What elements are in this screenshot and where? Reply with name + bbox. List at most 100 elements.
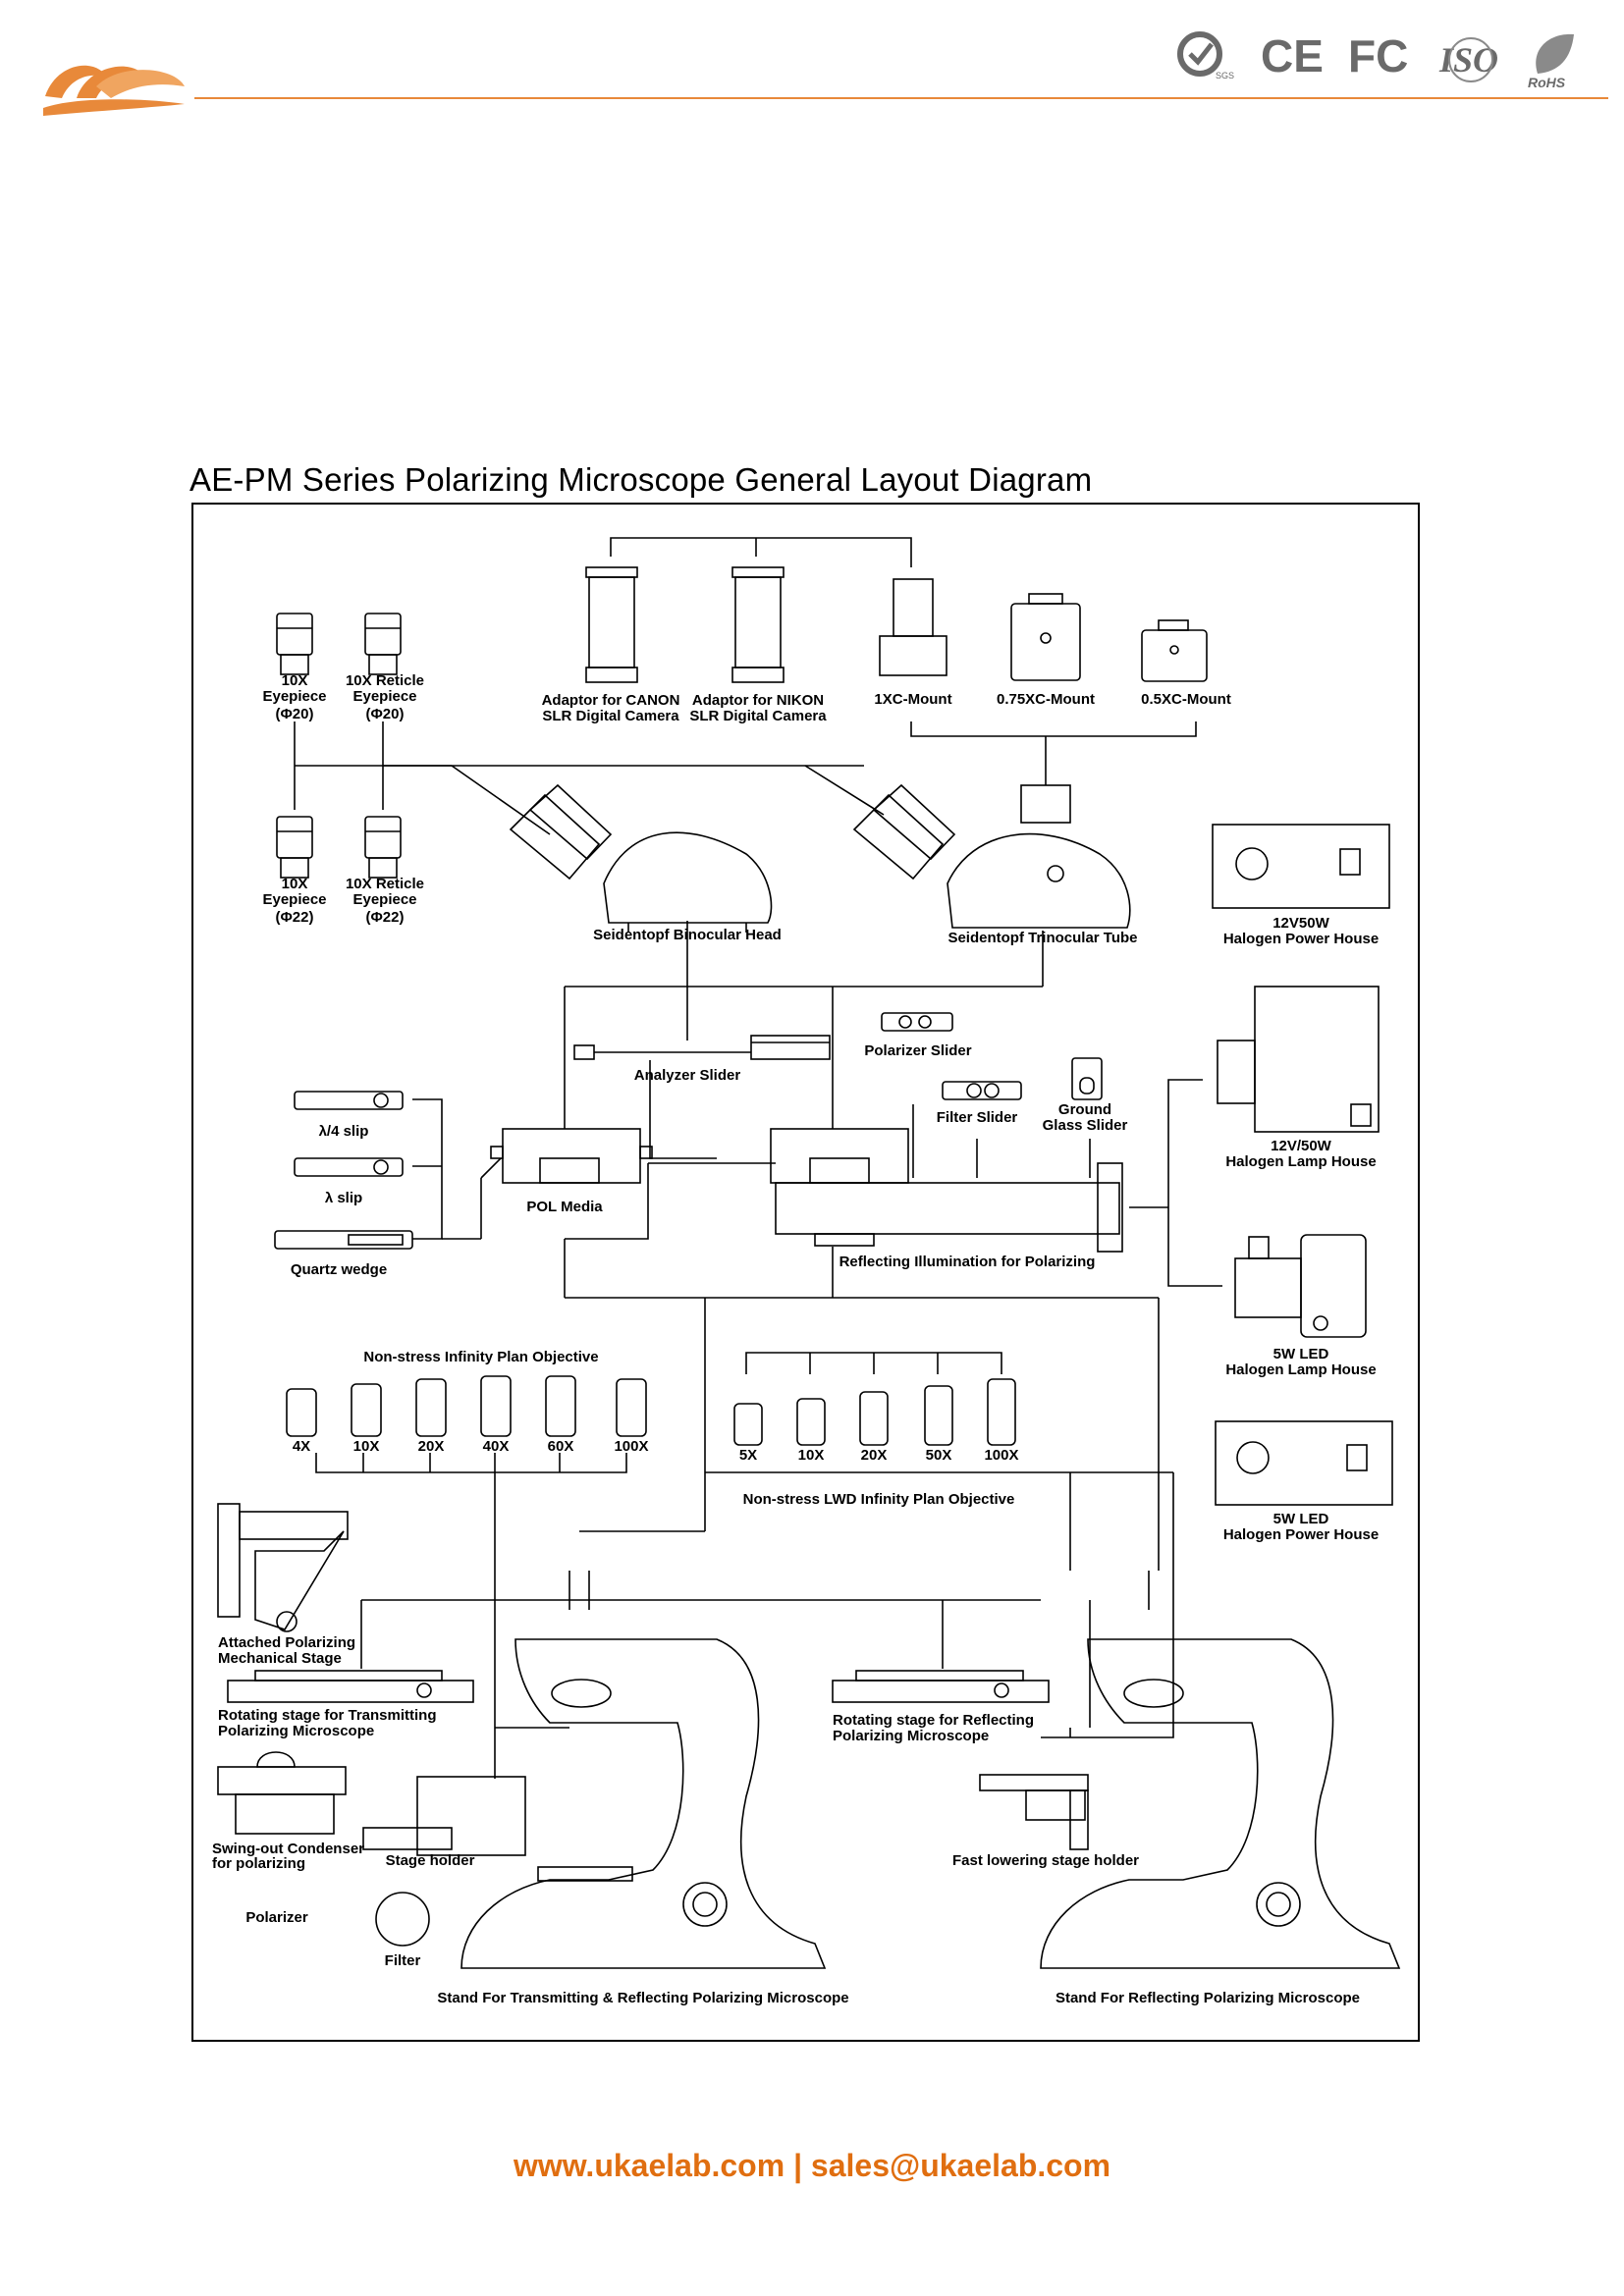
label-nikon-b: SLR Digital Camera: [689, 708, 827, 724]
label-lwd-5x: 5X: [739, 1447, 757, 1464]
label-rot-trans-b: Polarizing Microscope: [218, 1723, 374, 1739]
label-reflecting-illumination: Reflecting Illumination for Polarizing: [839, 1254, 1096, 1270]
sgs-mark-icon: SGS: [1177, 31, 1234, 80]
label-obj-40x: 40X: [483, 1438, 510, 1455]
label-polarizer-slider: Polarizer Slider: [864, 1042, 971, 1059]
diagram-frame: [191, 503, 1420, 2042]
label-filter-slider: Filter Slider: [937, 1109, 1018, 1126]
stage-holder-icon: [362, 1776, 526, 1856]
binocular-head-icon: [509, 783, 773, 933]
label-lwd-objective: Non-stress LWD Infinity Plan Objective: [743, 1491, 1015, 1508]
label-obj-100x: 100X: [614, 1438, 648, 1455]
label-ground-glass-b: Glass Slider: [1043, 1117, 1128, 1134]
label-rot-trans-a: Rotating stage for Transmitting: [218, 1707, 437, 1724]
label-eyepiece-20-b: Eyepiece: [262, 688, 326, 705]
ce-mark-icon: CE: [1261, 30, 1324, 81]
led-power-house-icon: [1215, 1420, 1393, 1506]
label-lambda-slip: λ slip: [325, 1190, 362, 1206]
objective-40x-icon: [480, 1375, 512, 1437]
label-reticle-20-c: (Φ20): [366, 706, 405, 722]
quarter-wave-slip-icon: [294, 1091, 404, 1110]
label-reticle-22-b: Eyepiece: [352, 891, 416, 908]
halogen-power-house-icon: [1212, 824, 1390, 909]
polarizer-slider-icon: [881, 1012, 953, 1032]
led-lamp-house-icon: [1234, 1234, 1367, 1338]
svg-text:CE: CE: [1261, 30, 1324, 81]
label-led-lamp-a: 5W LED: [1273, 1346, 1329, 1362]
lwd-objective-5x-icon: [733, 1403, 763, 1446]
label-reticle-20-b: Eyepiece: [352, 688, 416, 705]
svg-text:FC: FC: [1348, 30, 1408, 81]
label-infinity-objective: Non-stress Infinity Plan Objective: [363, 1349, 598, 1365]
label-quarter-slip: λ/4 slip: [319, 1123, 369, 1140]
label-fast-stage-holder: Fast lowering stage holder: [952, 1852, 1139, 1869]
label-lwd-50x: 50X: [926, 1447, 952, 1464]
reticle-eyepiece-22-icon: [364, 816, 402, 879]
svg-text:SGS: SGS: [1216, 71, 1234, 80]
label-eyepiece-20: 10X: [282, 672, 308, 689]
lwd-objective-10x-icon: [796, 1398, 826, 1446]
objective-4x-icon: [286, 1388, 317, 1437]
infinity-objectives: [286, 1375, 647, 1437]
label-stand-trans: Stand For Transmitting & Reflecting Pola…: [437, 1990, 848, 2006]
label-eyepiece-22-c: (Φ22): [276, 909, 314, 926]
eyepiece-10x-20-icon: [276, 613, 313, 675]
objective-100x-icon: [616, 1378, 647, 1437]
lwd-objectives: [733, 1378, 1016, 1446]
eyepiece-10x-22-icon: [276, 816, 313, 879]
filter-slider-icon: [942, 1081, 1022, 1100]
rohs-mark-icon: RoHS: [1528, 33, 1574, 90]
analyzer-slider-icon: [573, 1035, 831, 1060]
label-lwd-100x: 100X: [984, 1447, 1018, 1464]
rotating-stage-reflecting-icon: [832, 1670, 1050, 1703]
label-attached-stage-a: Attached Polarizing: [218, 1634, 355, 1651]
label-led-lamp-b: Halogen Lamp House: [1225, 1362, 1376, 1378]
stand-reflecting-icon: [1040, 1638, 1401, 1969]
label-attached-stage-b: Mechanical Stage: [218, 1650, 342, 1667]
reticle-eyepiece-20-icon: [364, 613, 402, 675]
fast-lowering-stage-holder-icon: [979, 1774, 1089, 1850]
label-stand-refl: Stand For Reflecting Polarizing Microsco…: [1056, 1990, 1360, 2006]
connector-lines: [294, 537, 1222, 1779]
filter-icon: [375, 1892, 430, 1947]
certification-marks: SGS CE FC ISO RoHS: [1176, 25, 1598, 93]
label-ground-glass-a: Ground: [1058, 1101, 1111, 1118]
label-eyepiece-20-c: (Φ20): [276, 706, 314, 722]
ground-glass-slider-icon: [1071, 1057, 1103, 1100]
label-halogen-power-b: Halogen Power House: [1223, 931, 1379, 947]
label-lwd-20x: 20X: [861, 1447, 888, 1464]
label-reticle-20: 10X Reticle: [346, 672, 424, 689]
label-reticle-22-c: (Φ22): [366, 909, 405, 926]
attached-mechanical-stage-icon: [217, 1503, 349, 1632]
iso-mark-icon: ISO: [1438, 37, 1498, 82]
company-logo: [43, 65, 185, 116]
label-binocular-head: Seidentopf Binocular Head: [593, 927, 782, 943]
diagram-title: AE-PM Series Polarizing Microscope Gener…: [189, 461, 1093, 498]
label-obj-60x: 60X: [548, 1438, 574, 1455]
label-condenser-b: for polarizing: [212, 1855, 305, 1872]
label-obj-20x: 20X: [418, 1438, 445, 1455]
label-obj-4x: 4X: [293, 1438, 310, 1455]
label-led-power-a: 5W LED: [1273, 1511, 1329, 1527]
label-1x-mount: 1XC-Mount: [874, 691, 951, 708]
svg-text:RoHS: RoHS: [1528, 75, 1566, 90]
objective-60x-icon: [545, 1375, 576, 1437]
label-lamp-house-b: Halogen Lamp House: [1225, 1153, 1376, 1170]
label-condenser-a: Swing-out Condenser: [212, 1841, 364, 1857]
c-mount-075x-icon: [1010, 593, 1081, 681]
label-05x-mount: 0.5XC-Mount: [1141, 691, 1231, 708]
c-mount-1x-icon: [879, 578, 947, 676]
label-nikon-a: Adaptor for NIKON: [692, 692, 824, 709]
label-obj-10x: 10X: [353, 1438, 380, 1455]
label-eyepiece-22-b: Eyepiece: [262, 891, 326, 908]
c-mount-05x-icon: [1141, 619, 1208, 682]
diagram-labels: 10X Eyepiece (Φ20) 10X Reticle Eyepiece …: [212, 672, 1379, 2006]
label-quartz-wedge: Quartz wedge: [291, 1261, 387, 1278]
nikon-adaptor-icon: [731, 566, 785, 683]
rotating-stage-transmitting-icon: [227, 1670, 474, 1703]
label-stage-holder: Stage holder: [386, 1852, 475, 1869]
lambda-slip-icon: [294, 1157, 404, 1177]
label-rot-refl-a: Rotating stage for Reflecting: [833, 1712, 1034, 1729]
reflecting-illumination-icon: [770, 1128, 1123, 1253]
